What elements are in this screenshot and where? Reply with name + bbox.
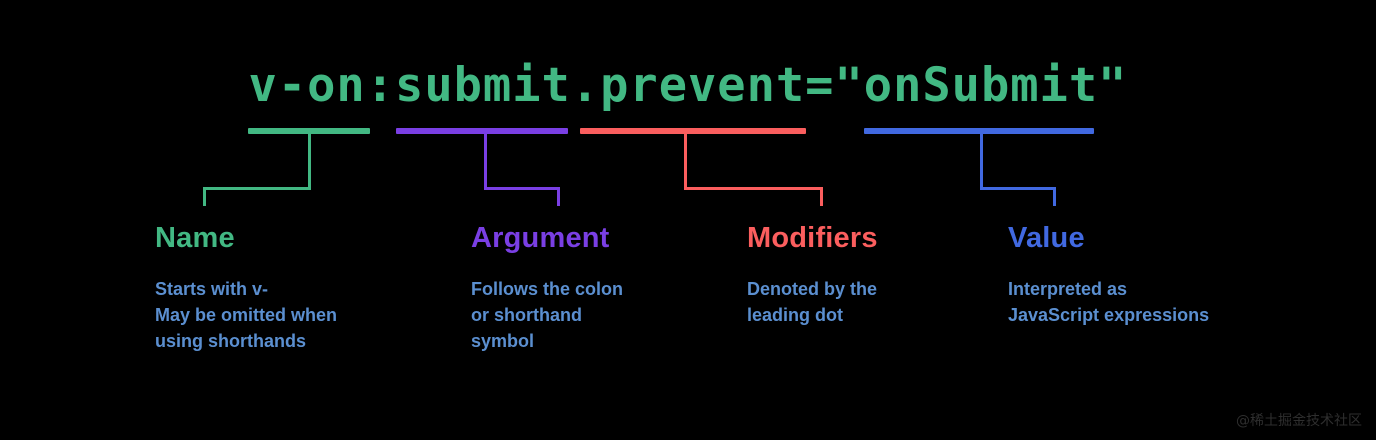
segment-description-name: Starts with v- May be omitted when using… [155, 279, 338, 351]
segment-bar-modifiers [580, 128, 806, 134]
connector-tail-argument [557, 187, 560, 206]
segment-bar-value [864, 128, 1094, 134]
segment-description-argument: Follows the colon or shorthand symbol [471, 279, 623, 351]
segment-heading-value: Value [1008, 222, 1085, 254]
connector-drop-argument [484, 133, 487, 190]
segment-heading-argument: Argument [471, 222, 610, 254]
segment-heading-modifiers: Modifiers [747, 222, 878, 254]
connector-span-name [203, 187, 311, 190]
connector-drop-modifiers [684, 133, 687, 190]
connector-tail-value [1053, 187, 1056, 206]
connector-span-argument [484, 187, 560, 190]
watermark: @稀土掘金技术社区 [1236, 413, 1362, 429]
connector-span-modifiers [684, 187, 823, 190]
connector-span-value [980, 187, 1056, 190]
connector-tail-modifiers [820, 187, 823, 206]
connector-drop-value [980, 133, 983, 190]
segment-heading-name: Name [155, 222, 235, 254]
segment-description-value: Interpreted as JavaScript expressions [1008, 279, 1210, 325]
directive-expression-title: v-on:submit.prevent="onSubmit" [248, 58, 1128, 113]
connector-tail-name [203, 187, 206, 206]
segment-bar-argument [396, 128, 568, 134]
segment-bar-name [248, 128, 370, 134]
connector-drop-name [308, 133, 311, 190]
segment-description-modifiers: Denoted by the leading dot [747, 279, 878, 325]
